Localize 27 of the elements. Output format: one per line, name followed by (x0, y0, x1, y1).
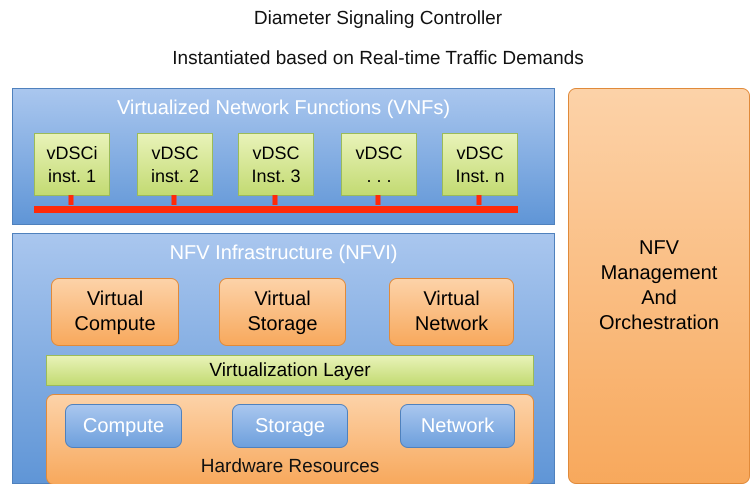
connector-line (272, 195, 278, 205)
process-box: vDSC inst. 2 (137, 133, 213, 196)
process-box: Virtual Compute (51, 278, 179, 346)
panel (12, 233, 555, 484)
connector-line (68, 195, 74, 205)
process-box: Storage (232, 404, 348, 448)
panel-heading: Hardware Resources (200, 456, 380, 478)
title: Diameter Signaling Controller (252, 8, 504, 30)
panel-heading: NFV Infrastructure (NFVI) (170, 242, 398, 265)
subtitle: Instantiated based on Real-time Traffic Demands (171, 48, 585, 70)
process-box: vDSCi inst. 1 (34, 133, 110, 196)
process-box: Network (400, 404, 515, 448)
process-box: Virtual Network (389, 278, 514, 346)
process-box: vDSC Inst. n (442, 133, 518, 196)
bus-bar (34, 206, 518, 213)
connector-line (476, 195, 482, 205)
panel (46, 394, 534, 484)
process-box: NFV Management And Orchestration (568, 88, 750, 484)
panel-heading: Virtualized Network Functions (VNFs) (116, 97, 450, 120)
panel (12, 88, 555, 225)
process-box: vDSC . . . (341, 133, 417, 196)
process-box: Compute (65, 404, 182, 448)
process-box: Virtual Storage (219, 278, 346, 346)
process-box: vDSC Inst. 3 (238, 133, 314, 196)
connector-line (172, 195, 176, 205)
connector-line (376, 195, 380, 205)
layer-bar: Virtualization Layer (46, 355, 534, 386)
